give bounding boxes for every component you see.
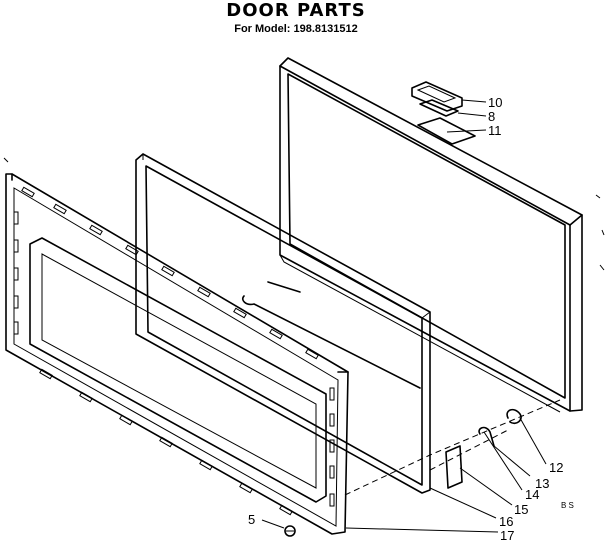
callout-13: 13 [535, 476, 549, 491]
inner-door-frame [5, 173, 349, 535]
callout-10: 10 [488, 95, 502, 110]
callout-15: 15 [514, 502, 528, 517]
callout-5: 5 [248, 512, 255, 527]
leader-lines [3, 99, 605, 533]
corner-code: B S [561, 501, 574, 510]
callout-12: 12 [549, 460, 563, 475]
screw-part [284, 525, 296, 537]
page-title: DOOR PARTS [226, 0, 366, 21]
callout-17: 17 [500, 528, 514, 543]
callout-11: 11 [488, 123, 502, 138]
assembly-lines [344, 399, 561, 496]
frame-slots [13, 186, 335, 516]
wire-rod [241, 281, 421, 389]
callout-16: 16 [499, 514, 513, 529]
handle-assembly [411, 81, 463, 117]
glass-panel [135, 153, 431, 494]
callout-14: 14 [525, 487, 539, 502]
hinge-parts [445, 408, 522, 489]
callout-8: 8 [488, 109, 495, 124]
outer-door-panel [279, 57, 583, 413]
model-subtitle: For Model: 198.8131512 [234, 23, 358, 35]
